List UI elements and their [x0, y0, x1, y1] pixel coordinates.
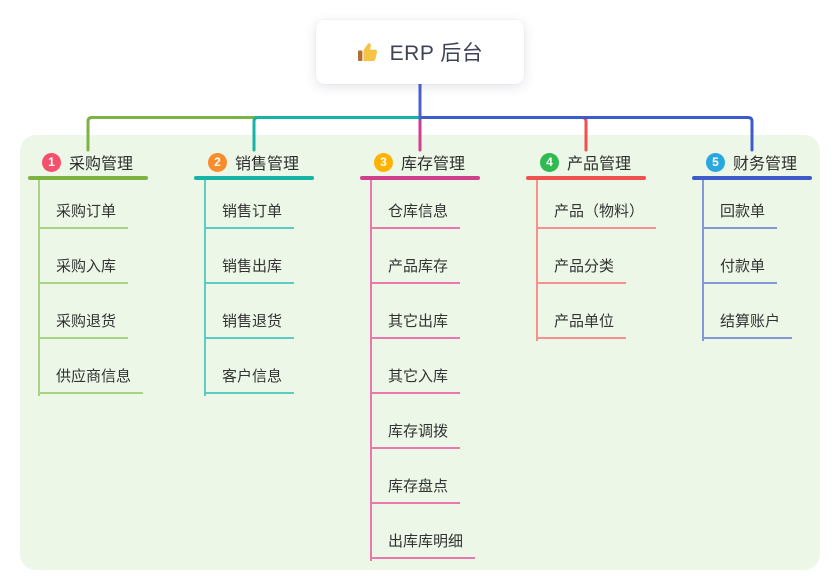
branch-number-badge: 3 [374, 152, 393, 172]
child-node[interactable]: 采购订单 [38, 202, 129, 229]
branch-number-badge: 4 [540, 152, 559, 172]
children-connector-line [702, 180, 704, 341]
branch-underline [360, 176, 480, 180]
branch-number-badge: 5 [706, 152, 725, 172]
child-node[interactable]: 库存盘点 [370, 477, 461, 504]
branch-node-5[interactable]: 5 财务管理 [706, 150, 797, 174]
child-node[interactable]: 销售出库 [204, 257, 295, 284]
branch-number-badge: 1 [42, 152, 61, 172]
children-connector-line [370, 180, 372, 561]
child-node[interactable]: 付款单 [702, 257, 778, 284]
child-node[interactable]: 客户信息 [204, 367, 295, 394]
child-node[interactable]: 产品（物料） [536, 202, 657, 229]
branch-label: 产品管理 [567, 156, 632, 173]
child-node[interactable]: 仓库信息 [370, 202, 461, 229]
children-connector-line [536, 180, 538, 341]
child-node[interactable]: 其它出库 [370, 312, 461, 339]
child-node[interactable]: 库存调拨 [370, 422, 461, 449]
child-node[interactable]: 结算账户 [702, 312, 793, 339]
child-node[interactable]: 其它入库 [370, 367, 461, 394]
child-node[interactable]: 产品单位 [536, 312, 627, 339]
branch-node-1[interactable]: 1 采购管理 [42, 150, 133, 174]
branch-node-3[interactable]: 3 库存管理 [374, 150, 465, 174]
root-node-label: ERP 后台 [389, 42, 484, 65]
branch-underline [194, 176, 314, 180]
child-node[interactable]: 产品库存 [370, 257, 461, 284]
root-node[interactable]: ERP 后台 [316, 20, 524, 84]
child-node[interactable]: 产品分类 [536, 257, 627, 284]
branch-underline [28, 176, 148, 180]
branch-underline [692, 176, 812, 180]
branch-node-4[interactable]: 4 产品管理 [540, 150, 631, 174]
child-node[interactable]: 销售退货 [204, 312, 295, 339]
child-node[interactable]: 采购入库 [38, 257, 129, 284]
branches-background-panel [20, 135, 820, 570]
branch-label: 库存管理 [401, 156, 466, 173]
branch-label: 采购管理 [69, 156, 134, 173]
branch-label: 销售管理 [235, 156, 300, 173]
branch-underline [526, 176, 646, 180]
children-connector-line [38, 180, 40, 396]
branch-node-2[interactable]: 2 销售管理 [208, 150, 299, 174]
child-node[interactable]: 出库库明细 [370, 532, 476, 559]
branch-label: 财务管理 [733, 156, 798, 173]
branch-number-badge: 2 [208, 152, 227, 172]
child-node[interactable]: 销售订单 [204, 202, 295, 229]
child-node[interactable]: 回款单 [702, 202, 778, 229]
children-connector-line [204, 180, 206, 396]
child-node[interactable]: 采购退货 [38, 312, 129, 339]
thumbs-up-icon [357, 43, 377, 61]
child-node[interactable]: 供应商信息 [38, 367, 144, 394]
